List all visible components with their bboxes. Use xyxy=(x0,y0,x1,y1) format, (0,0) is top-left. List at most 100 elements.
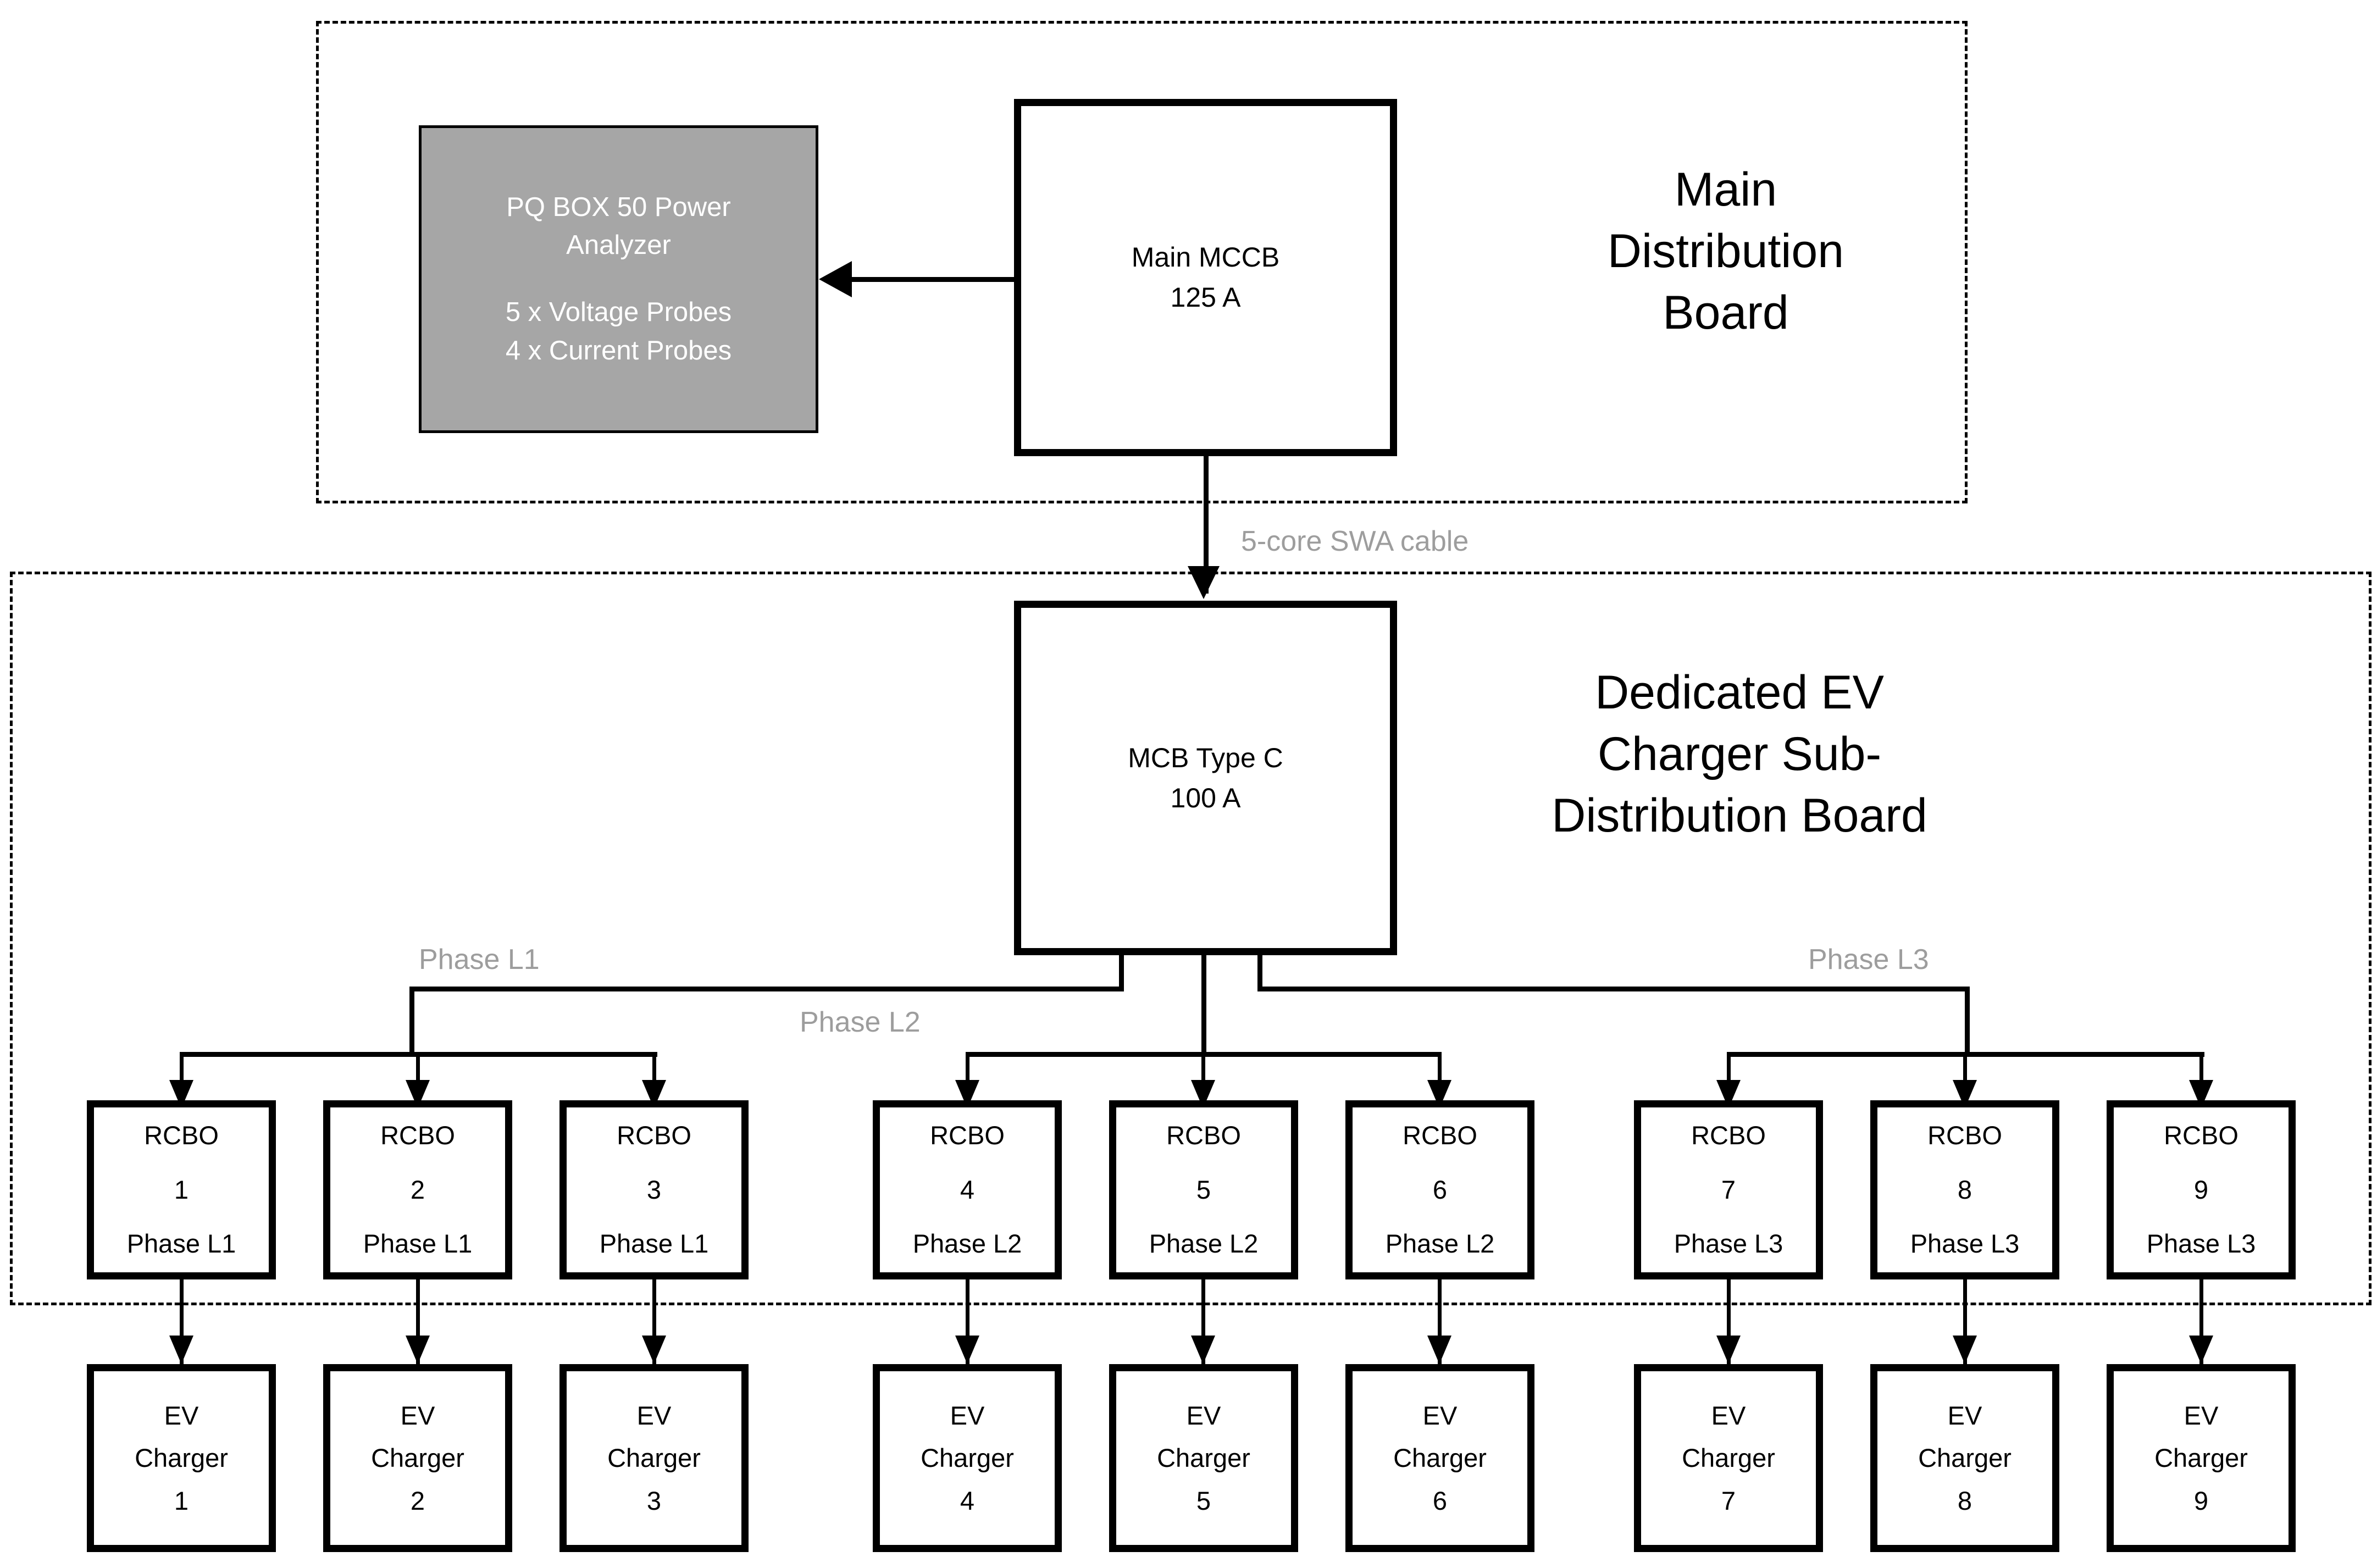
rcbo-number: 1 xyxy=(174,1174,189,1204)
ev-charger-block-5: EV Charger 5 xyxy=(1109,1364,1298,1552)
main-mccb-rating: 125 A xyxy=(1170,282,1241,313)
rcbo-title: RCBO xyxy=(1927,1120,2002,1150)
rcbo-5-to-charger-5-arrowhead xyxy=(1191,1336,1215,1364)
analyzer-name-line-1: PQ BOX 50 Power xyxy=(506,192,731,222)
rcbo-phase: Phase L1 xyxy=(363,1229,473,1259)
ev-charger-line-1: EV xyxy=(950,1400,985,1430)
rcbo-phase: Phase L2 xyxy=(1385,1229,1495,1259)
rcbo-7-to-charger-7-arrowhead xyxy=(1716,1336,1741,1364)
mcb-l3-drop-stub xyxy=(1257,955,1262,989)
ev-charger-line-2: Charger xyxy=(371,1443,464,1473)
ev-charger-block-7: EV Charger 7 xyxy=(1634,1364,1823,1552)
phase-l3-tap-8 xyxy=(1963,1052,1967,1093)
ev-charger-line-2: Charger xyxy=(2154,1443,2248,1473)
ev-charger-line-2: Charger xyxy=(607,1443,701,1473)
main-distribution-board-outline xyxy=(316,21,1968,503)
ev-charger-block-3: EV Charger 3 xyxy=(559,1364,749,1552)
rcbo-4-to-charger-4-arrowhead xyxy=(955,1336,979,1364)
phase-l1-tap-2 xyxy=(416,1052,420,1093)
pq-box-50-power-analyzer: PQ BOX 50 Power Analyzer 5 x Voltage Pro… xyxy=(419,125,818,433)
analyzer-voltage-probes: 5 x Voltage Probes xyxy=(505,297,732,327)
mcb-l2-centre-drop xyxy=(1201,955,1206,1054)
ev-charger-number: 1 xyxy=(174,1486,189,1515)
rcbo-8-to-charger-8-arrowhead xyxy=(1953,1336,1977,1364)
phase-l3-tap-7 xyxy=(1727,1052,1731,1093)
ev-charger-line-2: Charger xyxy=(135,1443,228,1473)
main-distribution-board-title: Main Distribution Board xyxy=(1528,159,1924,343)
phase-l2-tap-5 xyxy=(1201,1052,1205,1093)
analyzer-current-probes: 4 x Current Probes xyxy=(505,335,732,365)
rcbo-phase: Phase L1 xyxy=(599,1229,709,1259)
ev-charger-line-1: EV xyxy=(1947,1400,1982,1430)
rcbo-title: RCBO xyxy=(1691,1120,1766,1150)
rcbo-block-7: RCBO 7 Phase L3 xyxy=(1634,1100,1823,1279)
rcbo-4-to-charger-4-line xyxy=(966,1279,969,1367)
ev-charger-block-4: EV Charger 4 xyxy=(873,1364,1062,1552)
rcbo-phase: Phase L3 xyxy=(2146,1229,2256,1259)
mccb-to-mcb-arrowhead xyxy=(1188,566,1220,599)
ev-charger-number: 4 xyxy=(960,1486,975,1515)
mcb-type-c-block: MCB Type C 100 A xyxy=(1014,601,1397,955)
board-title-line: Charger Sub- xyxy=(1597,727,1882,780)
rcbo-phase: Phase L2 xyxy=(1149,1229,1259,1259)
mcb-type-c-label: MCB Type C xyxy=(1128,742,1283,773)
rcbo-title: RCBO xyxy=(1403,1120,1477,1150)
main-mccb-label: Main MCCB xyxy=(1131,242,1280,273)
mcb-l1-drop-stub xyxy=(1119,955,1124,989)
rcbo-1-to-charger-1-line xyxy=(180,1279,184,1367)
ev-charger-line-2: Charger xyxy=(1157,1443,1250,1473)
ev-charger-line-1: EV xyxy=(164,1400,199,1430)
rcbo-phase: Phase L3 xyxy=(1674,1229,1783,1259)
phase-l3-feeder-drop xyxy=(1965,987,1970,1055)
ev-sub-distribution-board-title: Dedicated EV Charger Sub- Distribution B… xyxy=(1448,662,2031,846)
ev-charger-line-1: EV xyxy=(1186,1400,1221,1430)
rcbo-number: 6 xyxy=(1432,1174,1448,1204)
rcbo-2-to-charger-2-arrowhead xyxy=(406,1336,430,1364)
rcbo-9-to-charger-9-line xyxy=(2199,1279,2203,1367)
ev-charger-number: 6 xyxy=(1432,1486,1448,1515)
rcbo-title: RCBO xyxy=(144,1120,219,1150)
board-title-line: Distribution xyxy=(1607,224,1844,278)
phase-l3-label: Phase L3 xyxy=(1808,944,1929,976)
ev-charger-line-2: Charger xyxy=(1682,1443,1775,1473)
rcbo-phase: Phase L1 xyxy=(126,1229,236,1259)
ev-charger-line-1: EV xyxy=(1422,1400,1458,1430)
rcbo-5-to-charger-5-line xyxy=(1201,1279,1205,1367)
rcbo-number: 2 xyxy=(410,1174,425,1204)
phase-l2-label: Phase L2 xyxy=(800,1006,921,1038)
rcbo-1-to-charger-1-arrowhead xyxy=(169,1336,193,1364)
phase-l1-feeder-run xyxy=(409,987,1124,991)
phase-l3-tap-9 xyxy=(2199,1052,2203,1093)
board-title-line: Board xyxy=(1663,286,1789,339)
board-title-line: Main xyxy=(1674,163,1777,216)
phase-l1-label: Phase L1 xyxy=(419,944,540,976)
rcbo-7-to-charger-7-line xyxy=(1727,1279,1731,1367)
mccb-to-analyzer-arrowhead xyxy=(819,261,852,297)
ev-charger-block-1: EV Charger 1 xyxy=(87,1364,276,1552)
board-title-line: Dedicated EV xyxy=(1595,666,1884,719)
ev-charger-number: 2 xyxy=(410,1486,425,1515)
rcbo-3-to-charger-3-line xyxy=(652,1279,656,1367)
rcbo-title: RCBO xyxy=(617,1120,691,1150)
rcbo-block-3: RCBO 3 Phase L1 xyxy=(559,1100,749,1279)
ev-charger-line-2: Charger xyxy=(921,1443,1014,1473)
rcbo-6-to-charger-6-line xyxy=(1438,1279,1442,1367)
ev-charger-line-1: EV xyxy=(1711,1400,1746,1430)
mccb-to-mcb-feeder-line xyxy=(1204,456,1209,594)
rcbo-3-to-charger-3-arrowhead xyxy=(642,1336,666,1364)
swa-cable-label: 5-core SWA cable xyxy=(1241,525,1469,557)
rcbo-block-5: RCBO 5 Phase L2 xyxy=(1109,1100,1298,1279)
ev-charger-number: 3 xyxy=(646,1486,662,1515)
rcbo-phase: Phase L3 xyxy=(1910,1229,2020,1259)
rcbo-phase: Phase L2 xyxy=(912,1229,1022,1259)
ev-charger-number: 8 xyxy=(1957,1486,1972,1515)
ev-charger-block-2: EV Charger 2 xyxy=(323,1364,512,1552)
ev-charger-line-1: EV xyxy=(400,1400,435,1430)
mccb-to-analyzer-line xyxy=(852,277,1017,282)
rcbo-title: RCBO xyxy=(1166,1120,1241,1150)
rcbo-number: 7 xyxy=(1721,1174,1736,1204)
rcbo-block-6: RCBO 6 Phase L2 xyxy=(1345,1100,1534,1279)
analyzer-name-line-2: Analyzer xyxy=(566,230,671,261)
ev-charger-block-9: EV Charger 9 xyxy=(2107,1364,2296,1552)
